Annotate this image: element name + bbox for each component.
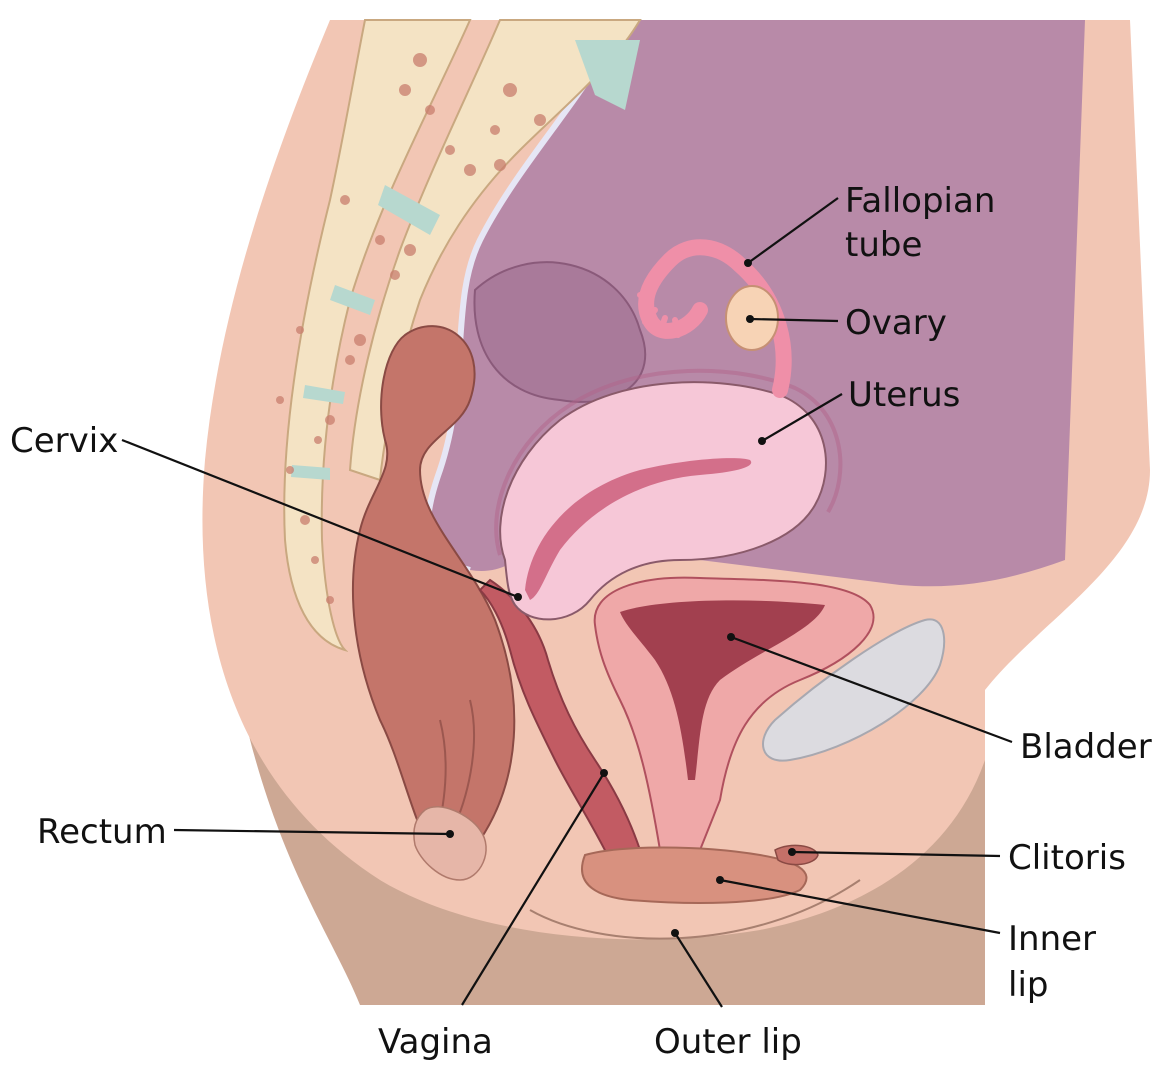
clitoris-shape [775, 845, 818, 864]
label-inner-lip-line1: Inner [1008, 919, 1096, 959]
label-uterus: Uterus [848, 375, 960, 415]
label-ovary: Ovary [845, 303, 947, 343]
label-rectum: Rectum [37, 812, 167, 852]
label-inner-lip-line2: lip [1008, 965, 1048, 1005]
label-fallopian-tube-line2: tube [845, 225, 922, 265]
label-vagina: Vagina [378, 1022, 493, 1062]
label-fallopian-tube-line1: Fallopian [845, 181, 995, 221]
label-outer-lip: Outer lip [654, 1022, 802, 1062]
label-cervix: Cervix [10, 421, 118, 461]
label-bladder: Bladder [1020, 727, 1152, 767]
label-clitoris: Clitoris [1008, 838, 1126, 878]
